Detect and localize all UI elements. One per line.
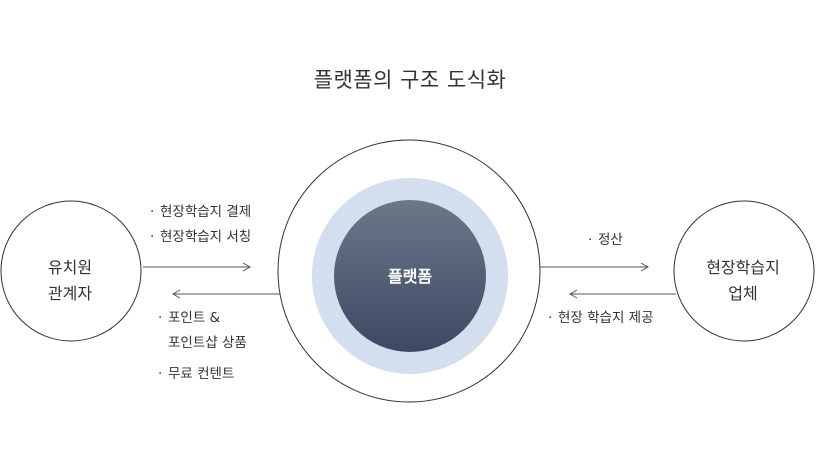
flow-item: · 정산 [588, 228, 623, 253]
bullet-dot: · [150, 204, 155, 220]
arrow-platform-to-vendor [540, 262, 650, 272]
platform-to-vendor-list: · 정산 [588, 228, 623, 253]
arrow-platform-to-kindergarten [171, 289, 280, 299]
vendor-label-line2: 업체 [728, 284, 758, 303]
vendor-node-label: 현장학습지 업체 [678, 255, 808, 307]
flow-item: · 현장학습지 결제 [150, 200, 251, 225]
kindergarten-circle [0, 200, 142, 342]
flow-item: · 현장 학습지 제공 [548, 306, 654, 331]
flow-item-text: 현장학습지 결제 [160, 204, 252, 220]
platform-core [334, 200, 486, 352]
kindergarten-label-line1: 유치원 [47, 258, 93, 277]
flow-item-text: 포인트 & [168, 310, 221, 326]
flow-item-continuation: 포인트샵 상품 [168, 335, 247, 351]
kindergarten-label-line2: 관계자 [47, 284, 93, 303]
flow-item-text: 현장 학습지 제공 [558, 310, 654, 326]
bullet-dot: · [158, 310, 163, 326]
bullet-dot: · [588, 232, 593, 248]
kindergarten-to-platform-list: · 현장학습지 결제 · 현장학습지 서칭 [150, 200, 251, 250]
vendor-to-platform-list: · 현장 학습지 제공 [548, 306, 654, 331]
bullet-dot: · [548, 310, 553, 326]
kindergarten-node-label: 유치원 관계자 [5, 255, 135, 307]
flow-item-text: 무료 컨텐트 [168, 366, 235, 382]
platform-node-label: 플랫폼 [387, 267, 433, 286]
vendor-circle [673, 200, 815, 342]
arrow-kindergarten-to-platform [143, 262, 252, 272]
vendor-label-line1: 현장학습지 [706, 258, 780, 277]
bullet-dot: · [150, 229, 155, 245]
flow-item: · 현장학습지 서칭 [150, 225, 251, 250]
diagram-title: 플랫폼의 구조 도식화 [313, 68, 507, 92]
flow-item: · 포인트 & [158, 306, 247, 331]
flow-item-text: 현장학습지 서칭 [160, 229, 252, 245]
arrow-vendor-to-platform [568, 289, 676, 299]
platform-to-kindergarten-list: · 포인트 & 포인트샵 상품 · 무료 컨텐트 [158, 306, 247, 387]
bullet-dot: · [158, 366, 163, 382]
flow-item-text: 정산 [598, 232, 623, 248]
flow-item: · 무료 컨텐트 [158, 362, 247, 387]
